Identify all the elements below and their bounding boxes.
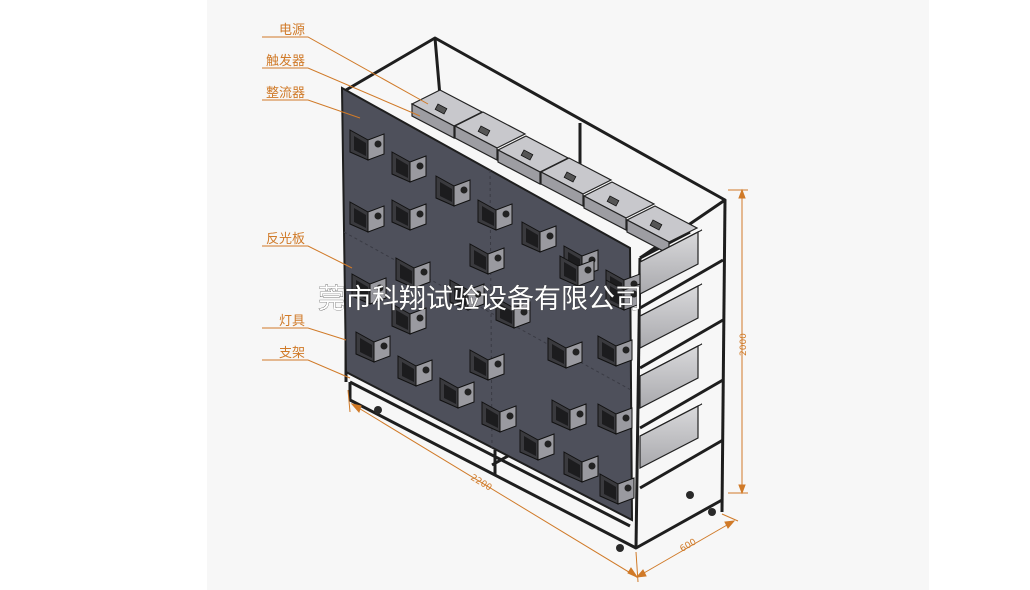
dimension-height: 2000 [739,333,749,356]
shelf-box [639,343,703,409]
lamp-fixture [391,199,427,231]
lamp-fixture [599,473,635,505]
lamp-fixture [469,349,505,381]
lamp-fixture [469,243,505,275]
lamp-fixture [439,377,475,409]
lamp-fixture [597,403,633,435]
lamp-fixture [477,199,513,231]
label-trigger: 触发器 [266,53,305,69]
top-box [582,181,656,231]
label-stand: 支架 [279,346,305,361]
lamp-fixture [551,399,587,431]
top-power-boxes [410,89,699,255]
lamp-fixture [391,151,427,183]
label-lamp: 灯具 [279,314,305,329]
top-box [496,135,570,185]
lamp-fixture [435,175,471,207]
top-box [453,111,527,161]
lamp-fixture [597,335,633,367]
lamp-fixture [605,279,641,311]
dimension-depth: 600 [679,537,699,554]
top-box [625,205,699,255]
caster-wheels [374,406,716,552]
lamp-fixture [495,297,531,329]
company-watermark: 莞市科翔试验设备有限公司 [318,284,642,315]
lamp-fixture [563,451,599,483]
side-power-boxes [639,229,703,469]
label-reflector: 反光板 [266,232,305,247]
lamp-fixture [481,401,517,433]
lamp-fixture [559,255,595,287]
label-power: 电源 [279,23,305,38]
lamp-fixture [519,429,555,461]
lamp-fixture [449,279,485,311]
lamp-fixture [547,337,583,369]
lamp-fixture [355,331,391,363]
top-box [539,157,613,207]
lamp-fixture [391,303,427,335]
shelf-box [639,283,703,349]
callout-leaders [262,36,429,379]
lamp-fixture [521,221,557,253]
label-rectifier: 整流器 [266,86,305,101]
dimension-length: 2200 [468,473,493,494]
lamp-fixture [397,355,433,387]
dimension-lines [347,188,748,583]
lamp-fixture [349,129,385,161]
shelf-box [639,403,703,469]
lamp-fixture [349,201,385,233]
lamp-array [349,129,641,505]
lamp-fixture [351,273,387,305]
lamp-fixture [395,257,431,289]
